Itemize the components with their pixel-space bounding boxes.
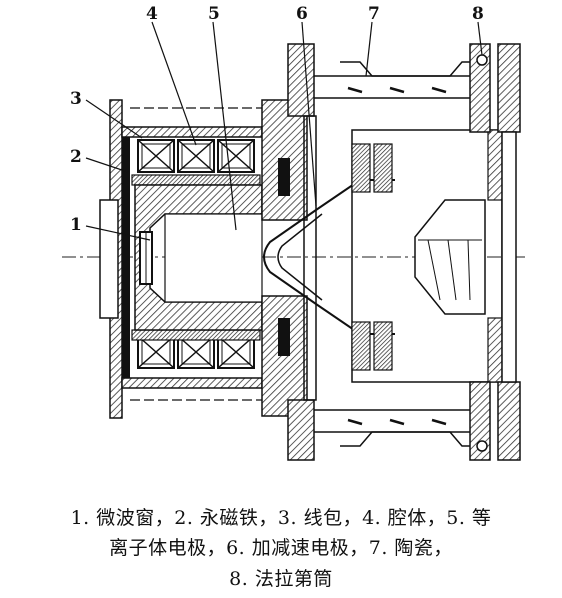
- ion-source-cross-section-diagram: 1 2 3 4 5 6 7 8: [62, 4, 525, 461]
- inner-chamber: [351, 129, 503, 383]
- left-flange: [99, 99, 130, 419]
- callout-3: 3: [70, 89, 82, 109]
- callout-2: 2: [70, 147, 82, 167]
- flange-6: [287, 43, 317, 461]
- callout-6: 6: [296, 4, 308, 24]
- microwave-window: [139, 231, 153, 285]
- cavity-body: [134, 184, 263, 331]
- right-flange: [469, 43, 521, 461]
- figure-caption-line-1: 1. 微波窗，2. 永磁铁，3. 线包，4. 腔体，5. 等: [70, 507, 492, 529]
- leader-lines: [85, 21, 483, 241]
- figure-caption-line-2: 离子体电极，6. 加减速电极，7. 陶瓷，: [109, 537, 453, 559]
- mid-flange: [261, 99, 308, 417]
- faraday-cup: [414, 199, 486, 315]
- callout-8: 8: [472, 4, 484, 24]
- callout-5: 5: [208, 4, 220, 24]
- figure-caption-line-3: 8. 法拉第筒: [229, 568, 333, 590]
- callout-1: 1: [70, 215, 82, 235]
- coil-windings-lower: [137, 335, 255, 369]
- ceramic-insulator: [314, 61, 490, 447]
- callout-4: 4: [146, 4, 158, 24]
- callout-7: 7: [368, 4, 380, 24]
